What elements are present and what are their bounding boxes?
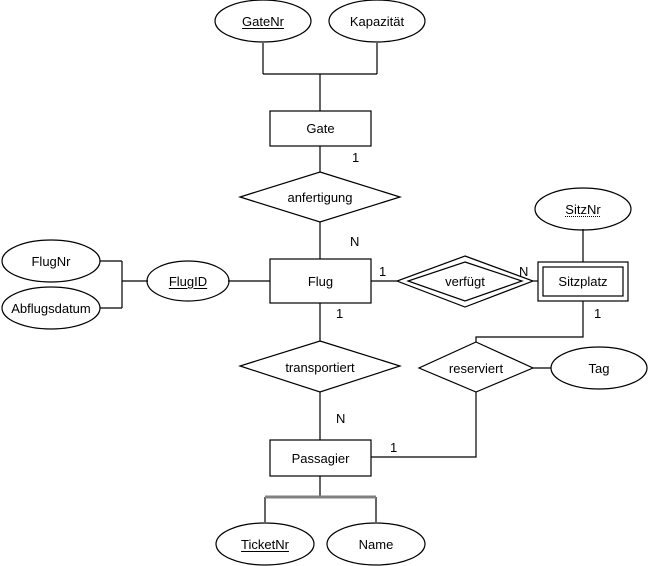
attribute-flugnr-ellipse: [1, 239, 101, 283]
cardinality-flug-transportiert: 1: [336, 306, 344, 321]
relationship-transportiert-diamond: [238, 340, 402, 393]
cardinality-reserviert-passagier: 1: [390, 440, 398, 455]
attribute-gatenr-ellipse: [214, 0, 312, 43]
cardinality-anfertigung-flug: N: [350, 234, 360, 249]
attribute-name-ellipse: [326, 522, 426, 566]
cardinality-verfuegt-sitzplatz: N: [519, 264, 529, 279]
attribute-ticketnr-ellipse: [215, 522, 315, 566]
attribute-flugid-ellipse: [146, 260, 230, 302]
entity-flug-box: [269, 258, 372, 304]
relationship-reserviert-diamond: [417, 341, 535, 393]
cardinality-sitzplatz-reserviert: 1: [594, 306, 602, 321]
entity-sitzplatz-inner-box: [542, 266, 624, 297]
attribute-tag-ellipse: [550, 346, 648, 390]
entity-sitzplatz-outer-box: [537, 261, 629, 302]
entity-passagier-box: [269, 439, 372, 477]
entity-gate-box: [269, 110, 372, 147]
edge-sitzplatz-reserviert: [475, 301, 584, 342]
attribute-sitznr-ellipse: [534, 187, 632, 231]
attribute-abflugsdatum-ellipse: [1, 286, 101, 330]
cardinality-flug-verfuegt: 1: [379, 264, 387, 279]
edge-reserviert-passagier: [371, 392, 477, 458]
cardinality-gate-anfertigung: 1: [352, 150, 360, 165]
relationship-verfuegt-inner-diamond: [406, 261, 524, 302]
attribute-kapazitaet-ellipse: [328, 0, 426, 43]
relationship-verfuegt-outer-diamond: [395, 255, 535, 308]
cardinality-transportiert-passagier: N: [336, 411, 346, 426]
relationship-anfertigung-diamond: [237, 171, 403, 223]
